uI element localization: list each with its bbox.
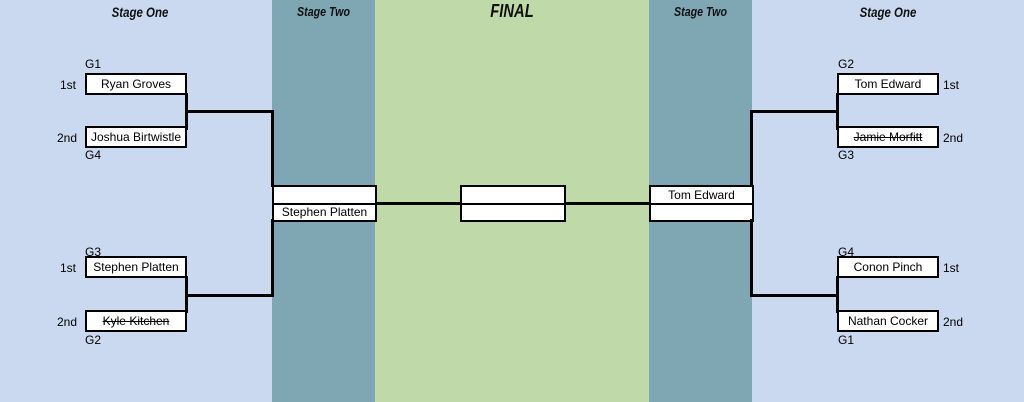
header-stage-one-right: Stage One: [859, 4, 917, 20]
team-box-left-bottom-upper[interactable]: Stephen Platten: [85, 256, 187, 278]
connector-drop-left-top: [271, 110, 274, 187]
header-stage-two-right: Stage Two: [674, 4, 727, 19]
group-label-left-top-upper: G1: [85, 57, 102, 71]
team-name: Nathan Cocker: [847, 314, 929, 328]
header-stage-two-left: Stage Two: [297, 4, 350, 19]
group-label-right-bottom-upper: G4: [838, 245, 855, 259]
team-name: Joshua Birtwistle: [90, 130, 182, 144]
stage-two-right-slot-top[interactable]: Tom Edward: [651, 187, 752, 205]
connector-final-to-stage-two-right: [564, 202, 651, 205]
team-name: Stephen Platten: [93, 260, 179, 274]
stage-two-left-box[interactable]: Stephen Platten: [272, 185, 377, 222]
team-box-right-top-upper[interactable]: Tom Edward: [837, 73, 939, 95]
stage-two-right-box[interactable]: Tom Edward: [649, 185, 754, 222]
place-label-right-top-upper: 1st: [943, 78, 960, 92]
connector-stage-two-left-to-final: [377, 202, 462, 205]
stage-two-right-slot-bottom[interactable]: [651, 205, 752, 221]
group-label-right-top-upper: G2: [838, 57, 855, 71]
connector-rise-right-bottom: [750, 219, 753, 296]
stage-two-left-slot-bottom[interactable]: Stephen Platten: [281, 205, 368, 220]
connector-horizontal-left-top: [185, 110, 274, 113]
group-label-left-top-lower: G4: [85, 148, 102, 162]
final-slot-top[interactable]: [462, 187, 564, 205]
team-name: Ryan Groves: [100, 77, 172, 91]
team-box-left-bottom-lower[interactable]: Kyle Kitchen: [85, 310, 187, 332]
connector-horizontal-right-bottom: [750, 294, 839, 297]
team-box-right-bottom-lower[interactable]: Nathan Cocker: [837, 310, 939, 332]
connector-drop-right-top: [750, 110, 753, 187]
place-label-left-top-upper: 1st: [60, 78, 77, 92]
connector-rise-left-bottom: [271, 219, 274, 296]
group-label-left-bottom-lower: G2: [85, 333, 102, 347]
header-stage-one-left: Stage One: [111, 4, 169, 20]
team-name: Conon Pinch: [853, 260, 923, 274]
group-label-right-bottom-lower: G1: [838, 333, 855, 347]
team-box-left-top-upper[interactable]: Ryan Groves: [85, 73, 187, 95]
team-name: Kyle Kitchen: [102, 314, 170, 328]
team-name: Tom Edward: [854, 77, 922, 91]
header-final: FINAL: [490, 1, 534, 21]
place-label-left-bottom-lower: 2nd: [57, 315, 78, 329]
place-label-left-top-lower: 2nd: [57, 131, 78, 145]
place-label-right-bottom-lower: 2nd: [943, 315, 964, 329]
connector-horizontal-left-bottom: [185, 294, 274, 297]
team-name: Jamie Morfitt: [853, 130, 923, 144]
place-label-right-bottom-upper: 1st: [943, 261, 960, 275]
final-box[interactable]: [460, 185, 566, 222]
final-slot-bottom[interactable]: [462, 205, 564, 221]
place-label-right-top-lower: 2nd: [943, 131, 964, 145]
team-box-right-bottom-upper[interactable]: Conon Pinch: [837, 256, 939, 278]
team-box-left-top-lower[interactable]: Joshua Birtwistle: [85, 126, 187, 148]
stage-two-left-slot-top[interactable]: [274, 187, 375, 205]
place-label-left-bottom-upper: 1st: [60, 261, 77, 275]
group-label-right-top-lower: G3: [838, 148, 855, 162]
connector-horizontal-right-top: [750, 110, 839, 113]
team-box-right-top-lower[interactable]: Jamie Morfitt: [837, 126, 939, 148]
group-label-left-bottom-upper: G3: [85, 245, 102, 259]
